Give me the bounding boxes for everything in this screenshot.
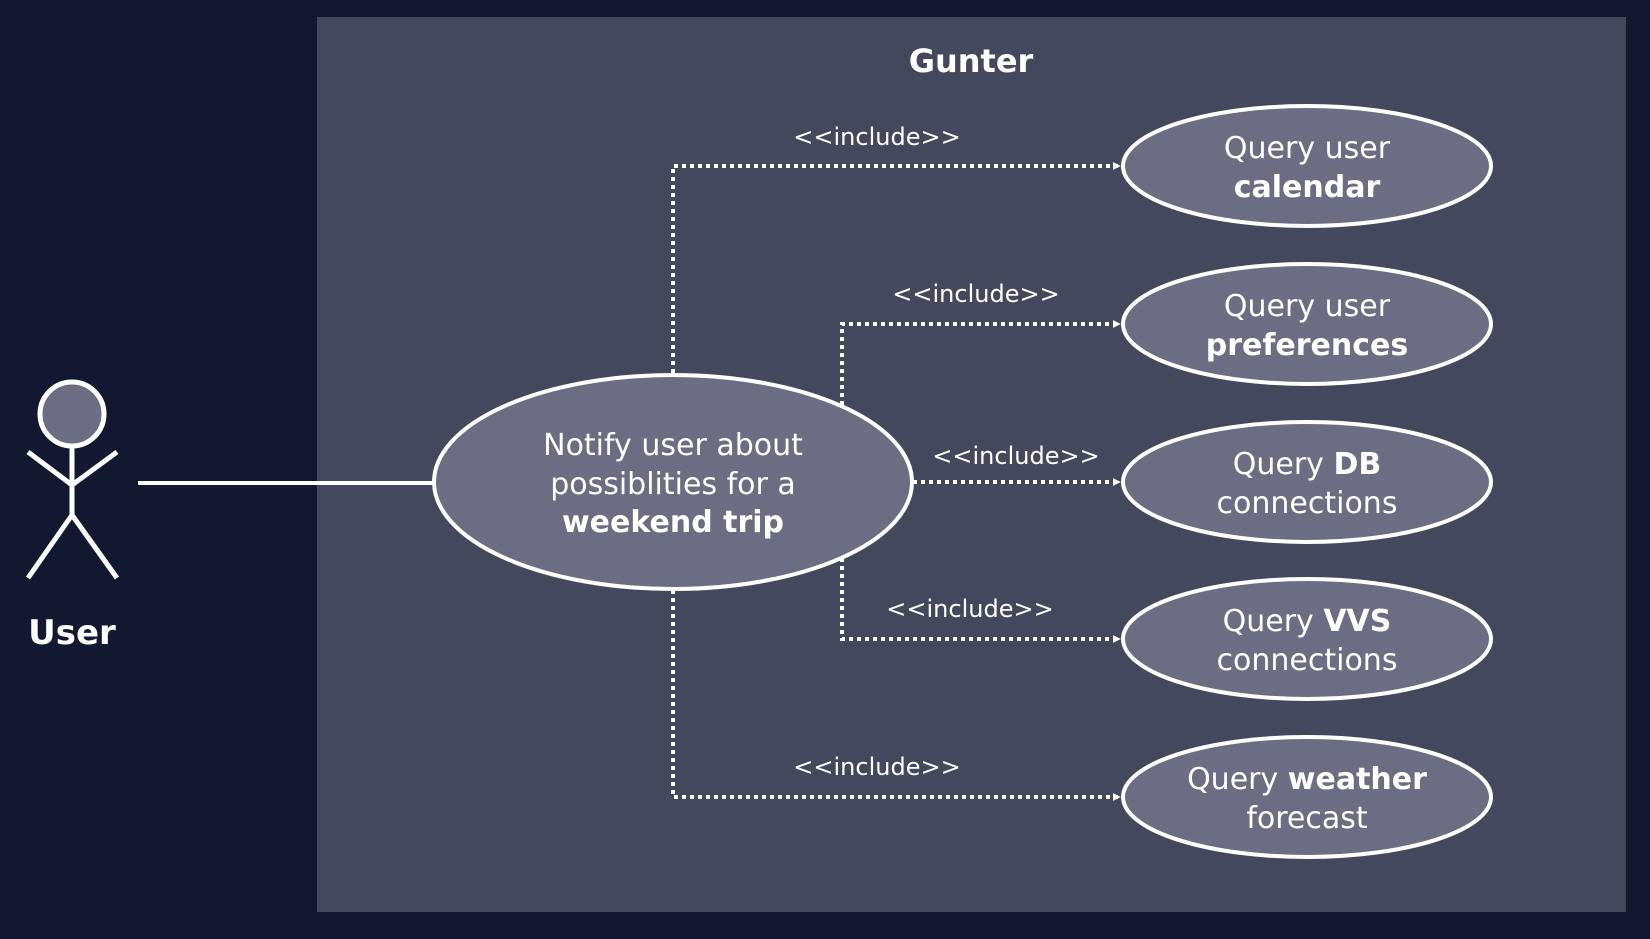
usecase-query-db: Query DB connections: [1121, 420, 1493, 544]
usecase-text: Query user: [1224, 289, 1391, 324]
usecase-text: possiblities for a: [550, 467, 796, 502]
usecase-text: connections: [1217, 643, 1398, 678]
stick-figure-icon: [25, 379, 120, 580]
include-connector-preferences: [840, 320, 1121, 405]
include-connector-weather: [671, 590, 1121, 801]
include-label: <<include>>: [793, 123, 960, 151]
usecase-text: Query VVS: [1223, 604, 1392, 639]
include-label: <<include>>: [892, 280, 1059, 308]
usecase-query-weather: Query weather forecast: [1121, 735, 1493, 859]
usecase-text: Query weather: [1187, 762, 1427, 797]
usecase-text: weekend trip: [562, 505, 784, 540]
include-connector-vvs: [840, 558, 1121, 643]
actor-label: User: [28, 613, 116, 653]
usecase-text-bold: calendar: [1234, 170, 1381, 205]
usecase-text-pre: Query: [1223, 604, 1324, 639]
usecase-text: forecast: [1246, 801, 1368, 836]
usecase-text: Query DB: [1233, 447, 1382, 482]
usecase-query-vvs: Query VVS connections: [1121, 577, 1493, 701]
usecase-text-bold: DB: [1333, 447, 1381, 482]
usecase-text-pre: Query: [1233, 447, 1334, 482]
system-title: Gunter: [909, 42, 1034, 80]
include-label: <<include>>: [886, 595, 1053, 623]
usecase-notify-weekend-trip: Notify user about possiblities for a wee…: [432, 373, 914, 591]
usecase-text-bold: preferences: [1206, 328, 1409, 363]
usecase-text: connections: [1217, 486, 1398, 521]
usecase-text: Query user: [1224, 131, 1391, 166]
usecase-query-calendar: Query user calendar: [1121, 104, 1493, 228]
usecase-text: Notify user about: [543, 428, 803, 463]
usecase-text-pre: Query: [1187, 762, 1288, 797]
include-connector-calendar: [671, 162, 1121, 373]
usecase-text-bold: VVS: [1323, 604, 1391, 639]
usecase-text-bold: weather: [1288, 762, 1427, 797]
include-label: <<include>>: [793, 753, 960, 781]
usecase-query-preferences: Query user preferences: [1121, 262, 1493, 386]
include-label: <<include>>: [932, 442, 1099, 470]
